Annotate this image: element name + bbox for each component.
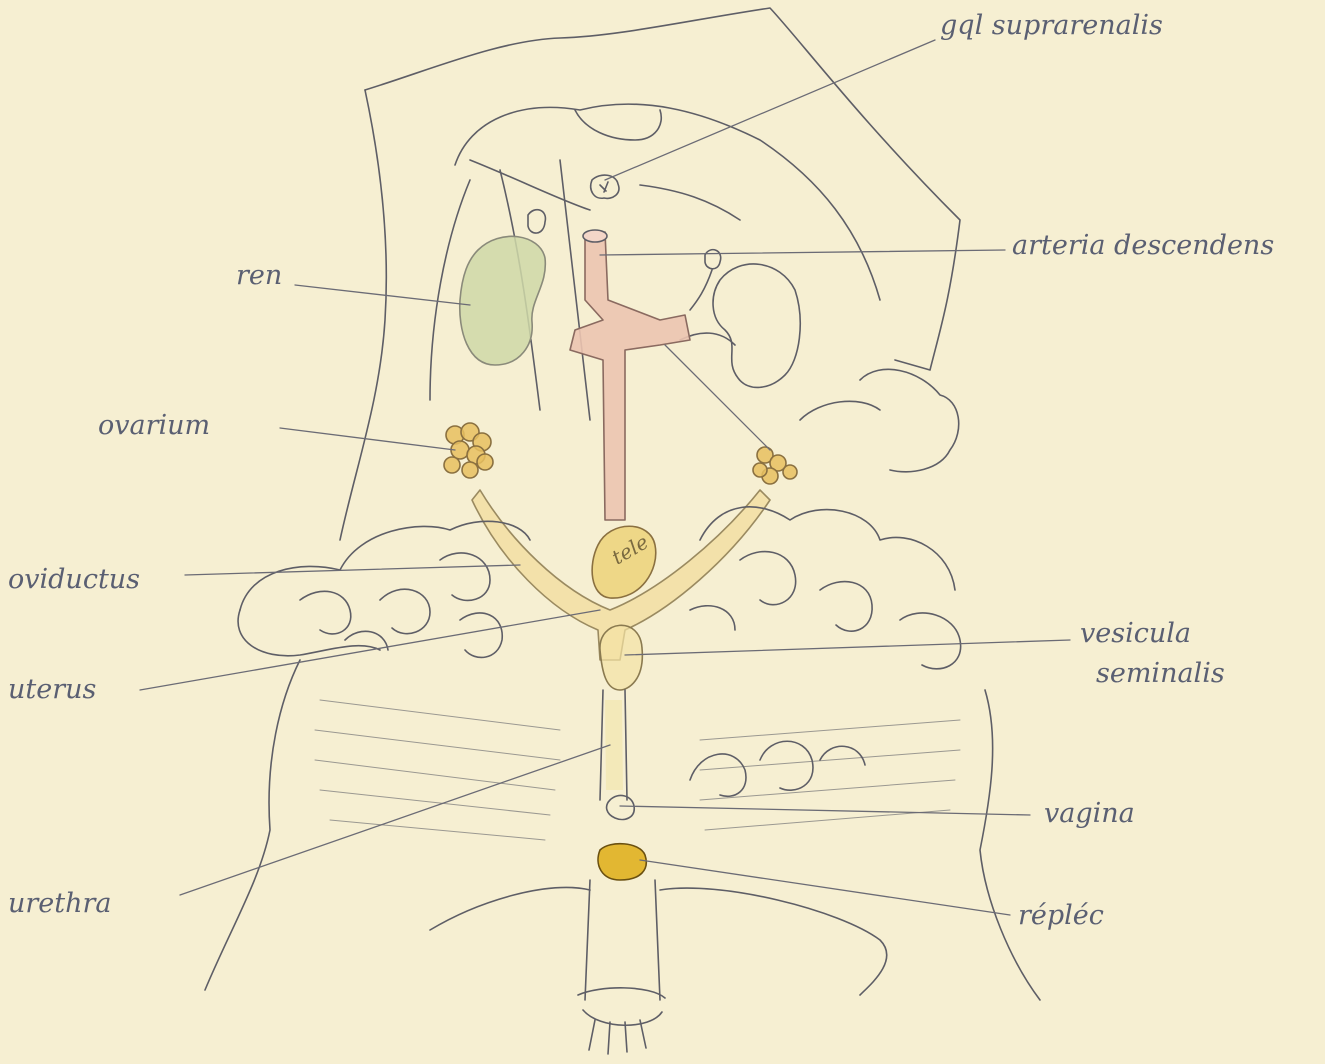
label-vesicula: vesicula xyxy=(1080,620,1191,647)
vesicula-seminalis xyxy=(600,625,642,690)
pelvis-left xyxy=(205,660,300,990)
label-uterus: uterus xyxy=(8,676,96,703)
ovarium-right xyxy=(753,447,797,484)
label-arteria-descendens: arteria descendens xyxy=(1012,232,1274,259)
label-replec: répléc xyxy=(1018,902,1104,929)
label-ren: ren xyxy=(236,262,282,289)
label-urethra: urethra xyxy=(8,890,112,917)
label-vagina: vagina xyxy=(1044,800,1135,827)
body-outline-left xyxy=(340,90,386,540)
rectum xyxy=(598,844,646,880)
ganglion-suprarenalis xyxy=(591,175,619,198)
pelvis-right xyxy=(980,690,1040,1000)
label-seminalis: seminalis xyxy=(1096,660,1225,687)
label-ovarium: ovarium xyxy=(98,412,210,439)
arteria-descendens xyxy=(570,232,690,520)
ovarium-left xyxy=(444,423,493,478)
label-oviductus: oviductus xyxy=(8,566,140,593)
vagina xyxy=(607,795,635,819)
label-gql-suprarenalis: gql suprarenalis xyxy=(940,12,1163,39)
